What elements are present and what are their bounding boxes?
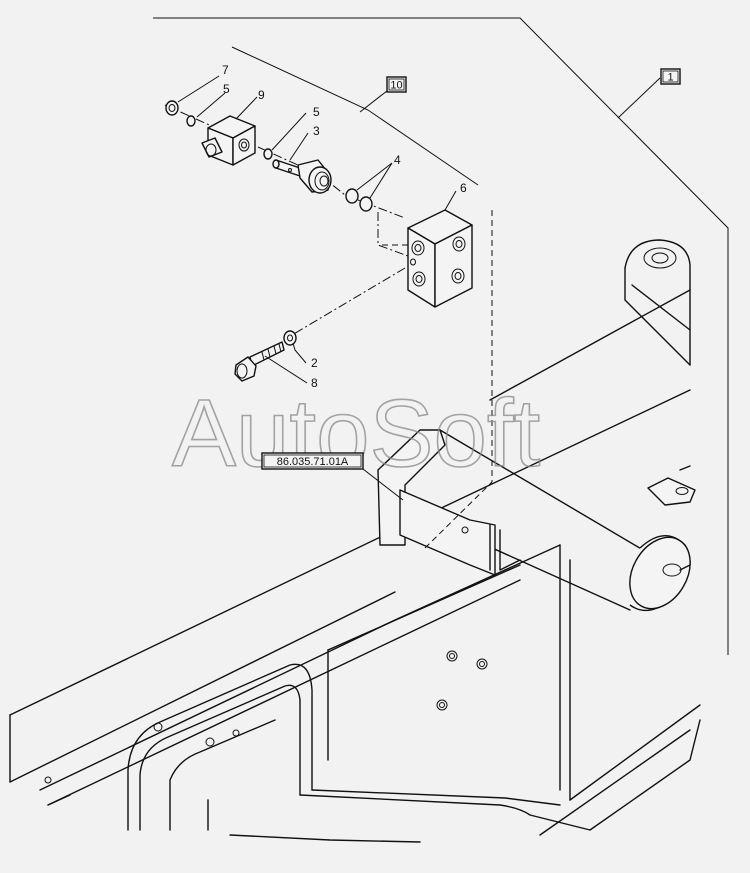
part-2-washer bbox=[283, 330, 297, 346]
part-6-valve-block bbox=[407, 209, 473, 308]
watermark: AutoSoft bbox=[172, 380, 540, 487]
callout-6: 6 bbox=[460, 181, 467, 195]
callout-8: 8 bbox=[311, 376, 318, 390]
part-5-oring-a bbox=[186, 115, 196, 127]
callout-5-lower: 5 bbox=[313, 105, 320, 119]
callout-4: 4 bbox=[394, 153, 401, 167]
part-7-plug bbox=[165, 100, 179, 116]
part-3-fitting bbox=[272, 159, 332, 194]
part-9-adapter-block bbox=[201, 115, 256, 166]
part-5-oring-b bbox=[263, 148, 273, 160]
callout-9: 9 bbox=[258, 88, 265, 102]
boxed-callout-10: 10 bbox=[386, 76, 407, 93]
part-8-bolt bbox=[234, 341, 285, 382]
callout-5-upper: 5 bbox=[223, 82, 230, 96]
boxed-callout-1: 1 bbox=[660, 68, 681, 85]
machine-frame bbox=[9, 239, 701, 843]
boxed-callout-10-text: 10 bbox=[390, 80, 402, 92]
part-4-orings bbox=[345, 188, 373, 212]
callout-numbers: 7 5 9 5 3 4 6 2 8 bbox=[222, 63, 467, 390]
callout-7: 7 bbox=[222, 63, 229, 77]
reference-code-text: 86.035.71.01A bbox=[277, 456, 349, 468]
callout-2: 2 bbox=[311, 356, 318, 370]
callout-3: 3 bbox=[313, 124, 320, 138]
boxed-callout-1-text: 1 bbox=[667, 72, 673, 84]
reference-code-label: 86.035.71.01A bbox=[261, 452, 364, 470]
callout-leaders bbox=[177, 75, 457, 384]
exploded-parts bbox=[165, 100, 473, 382]
